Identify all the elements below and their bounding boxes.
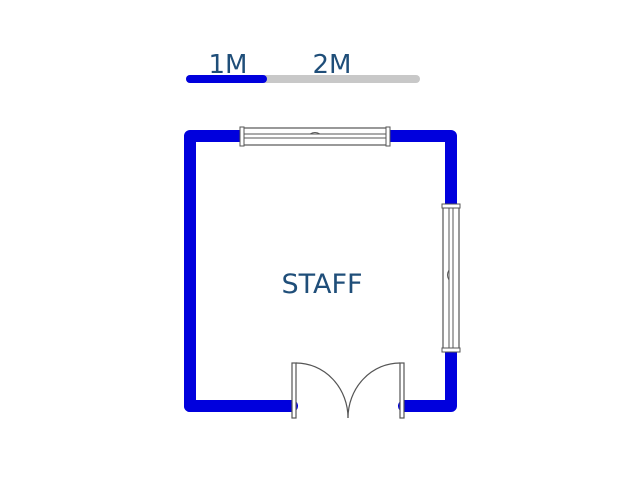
window-top-edge-left	[239, 126, 245, 147]
wall-top-left-segment	[184, 130, 248, 412]
door-left-swing-arc	[295, 362, 349, 419]
window-right-frame	[442, 205, 460, 351]
wall-right-bottom-segment	[398, 344, 457, 412]
window-right	[441, 203, 461, 353]
double-door	[291, 362, 405, 419]
window-top-edge-right	[385, 126, 391, 147]
window-top-latch	[309, 132, 321, 135]
window-top-frame	[241, 127, 389, 146]
window-right-edge-bottom	[441, 347, 461, 353]
scale-label-2m: 2M	[313, 50, 352, 80]
door-right-leaf	[399, 362, 405, 419]
scale-bar: 1M 2M	[186, 50, 420, 83]
room-label: STAFF	[281, 269, 362, 300]
window-right-edge-top	[441, 203, 461, 209]
door-right-swing-arc	[347, 362, 401, 419]
window-right-latch	[447, 269, 450, 281]
wall-top-right-segment	[382, 130, 457, 212]
scale-label-1m: 1M	[209, 50, 248, 80]
door-left-leaf	[291, 362, 297, 419]
room-walls	[184, 130, 457, 412]
window-top	[239, 126, 391, 147]
